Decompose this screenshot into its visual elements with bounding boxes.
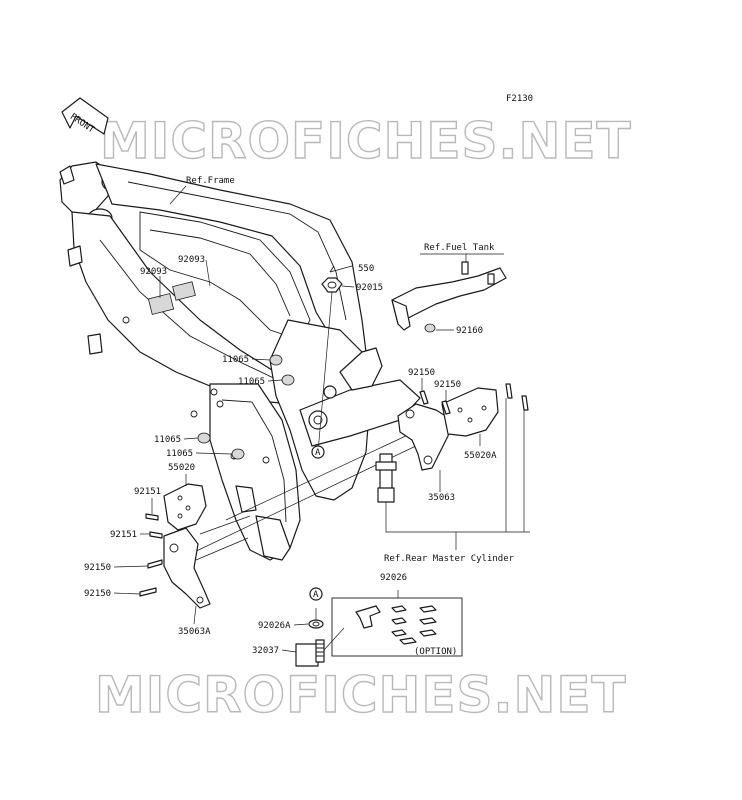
ref-frame-label: Ref.Frame	[186, 176, 235, 186]
part-label: 92026	[380, 573, 407, 583]
part-label: 92026A	[258, 621, 291, 631]
left-footpeg-assembly	[139, 483, 251, 609]
part-label: 35063A	[178, 627, 211, 637]
ref-fuel-tank-label: Ref.Fuel Tank	[424, 243, 495, 253]
part-label: 92160	[456, 326, 483, 336]
figure-code: F2130	[506, 94, 533, 104]
ref-rear-master-cylinder-label: Ref.Rear Master Cylinder	[384, 554, 515, 564]
part-label: 11065	[222, 355, 249, 365]
watermark-bottom: MICROFICHES.NET	[95, 666, 627, 724]
frame-drawing	[59, 161, 441, 561]
front-arrow-icon: FRONT	[61, 97, 109, 136]
part-label: 92093	[140, 267, 167, 277]
part-label: 35063	[428, 493, 455, 503]
fuel-tank-bracket	[391, 253, 507, 333]
part-label: 92150	[84, 589, 111, 599]
part-label: 92150	[84, 563, 111, 573]
part-label: 55020	[168, 463, 195, 473]
part-label: 11065	[238, 377, 265, 387]
option-shim-kit: A	[295, 587, 463, 667]
part-label: 92015	[356, 283, 383, 293]
part-label: 11065	[166, 449, 193, 459]
watermark-top: MICROFICHES.NET	[100, 112, 632, 170]
part-label: 92151	[134, 487, 161, 497]
option-label: (OPTION)	[414, 647, 457, 657]
part-label: 11065	[154, 435, 181, 445]
part-label: 550	[358, 264, 374, 274]
part-label: 92093	[178, 255, 205, 265]
part-label: 32037	[252, 646, 279, 656]
parts-near-frame: A	[197, 265, 353, 460]
part-label: 92151	[110, 530, 137, 540]
right-footpeg-assembly	[375, 383, 530, 533]
callout-marker-shim: A	[313, 590, 319, 600]
part-number-labels: 550 92015 92093 92093 92160 11065 11065 …	[84, 255, 497, 656]
part-label: 92150	[408, 368, 435, 378]
callout-marker-frame: A	[315, 448, 321, 458]
part-label: 55020A	[464, 451, 497, 461]
part-label: 92150	[434, 380, 461, 390]
